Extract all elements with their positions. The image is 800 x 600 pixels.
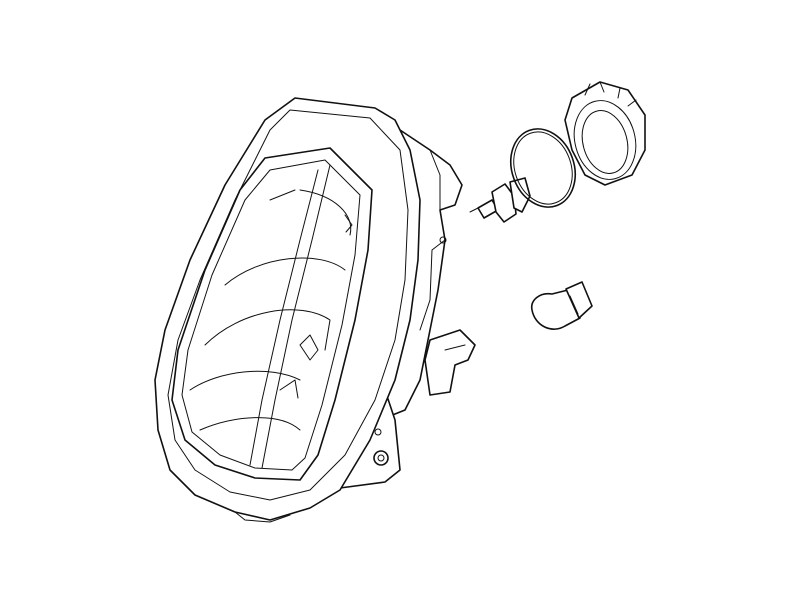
bulb-cover-cap [564, 81, 646, 186]
o-ring-seal [510, 128, 576, 208]
headlight-housing [154, 97, 421, 523]
mounting-bracket-upper [424, 329, 476, 396]
parking-bulb [530, 281, 593, 330]
headlight-lens [171, 147, 373, 481]
main-bulb [469, 177, 531, 223]
